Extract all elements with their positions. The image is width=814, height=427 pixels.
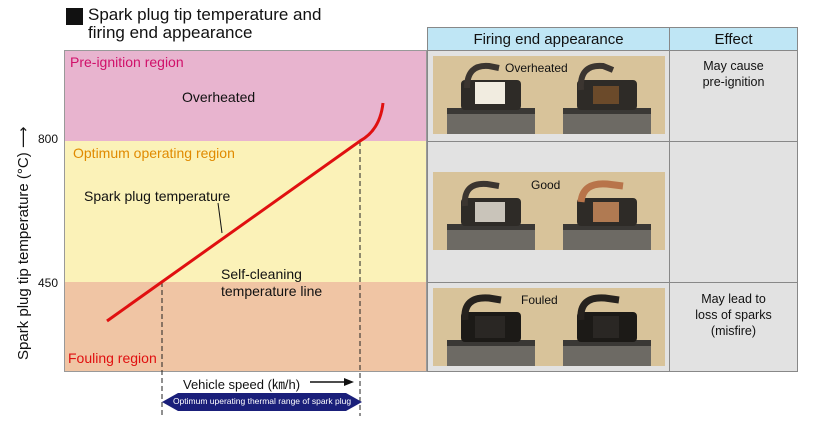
good-plug-illustration — [447, 180, 651, 250]
overheated-effect-line-1: May cause — [703, 59, 764, 73]
preignition-region — [64, 50, 427, 141]
spark-plug-temperature-annotation: Spark plug temperature — [84, 188, 231, 204]
fouling-region — [64, 282, 427, 372]
overheated-photo-label: Overheated — [505, 61, 568, 75]
fouling-label: Fouling region — [68, 350, 157, 366]
optimum-range-arrow — [162, 393, 362, 411]
overheated-plug-photo: Overheated — [433, 56, 665, 134]
header-firing-end-appearance: Firing end appearance — [427, 27, 670, 51]
vehicle-speed-arrowhead — [344, 378, 354, 386]
title-bullet — [66, 8, 83, 25]
optimum-label: Optimum operating region — [73, 145, 235, 161]
y-tick-450: 450 — [38, 276, 59, 290]
fouled-plug-illustration — [447, 294, 651, 366]
fouled-plug-photo: Fouled — [433, 288, 665, 366]
preignition-label: Pre-ignition region — [70, 54, 184, 70]
overheated-effect-line-2: pre-ignition — [702, 75, 765, 89]
optimum-range-label: Optimum uperating thermal range of spark… — [172, 396, 352, 406]
good-plug-photo: Good — [433, 172, 665, 250]
self-cleaning-line-2: temperature line — [221, 283, 323, 299]
fouled-effect-line-1: May lead to — [701, 292, 766, 306]
title-line-2: firing end appearance — [88, 23, 253, 42]
row-good-effect-cell — [669, 141, 798, 283]
overheated-plug-illustration — [447, 62, 651, 134]
fouled-effect-line-2: loss of sparks — [695, 308, 772, 322]
fouled-effect-line-3: (misfire) — [710, 324, 757, 338]
good-photo-label: Good — [531, 178, 561, 192]
overheated-effect-text: May cause pre-ignition — [669, 58, 798, 90]
plot-frame — [64, 50, 427, 372]
x-axis-label: Vehicle speed (㎞/h) — [183, 377, 301, 392]
header-effect: Effect — [669, 27, 798, 51]
overheated-annotation: Overheated — [182, 89, 256, 105]
row-fouled-effect-cell — [669, 282, 798, 372]
fouled-photo-label: Fouled — [521, 293, 558, 307]
leader-line — [217, 202, 223, 234]
chart-title: Spark plug tip temperature and firing en… — [88, 6, 428, 42]
self-cleaning-line-1: Self-cleaning — [221, 266, 302, 282]
spark-plug-temperature-curve — [106, 102, 385, 323]
y-tick-800: 800 — [38, 132, 59, 146]
fouled-effect-text: May lead to loss of sparks (misfire) — [669, 291, 798, 339]
title-line-1: Spark plug tip temperature and — [88, 5, 322, 24]
optimum-region — [64, 141, 427, 282]
